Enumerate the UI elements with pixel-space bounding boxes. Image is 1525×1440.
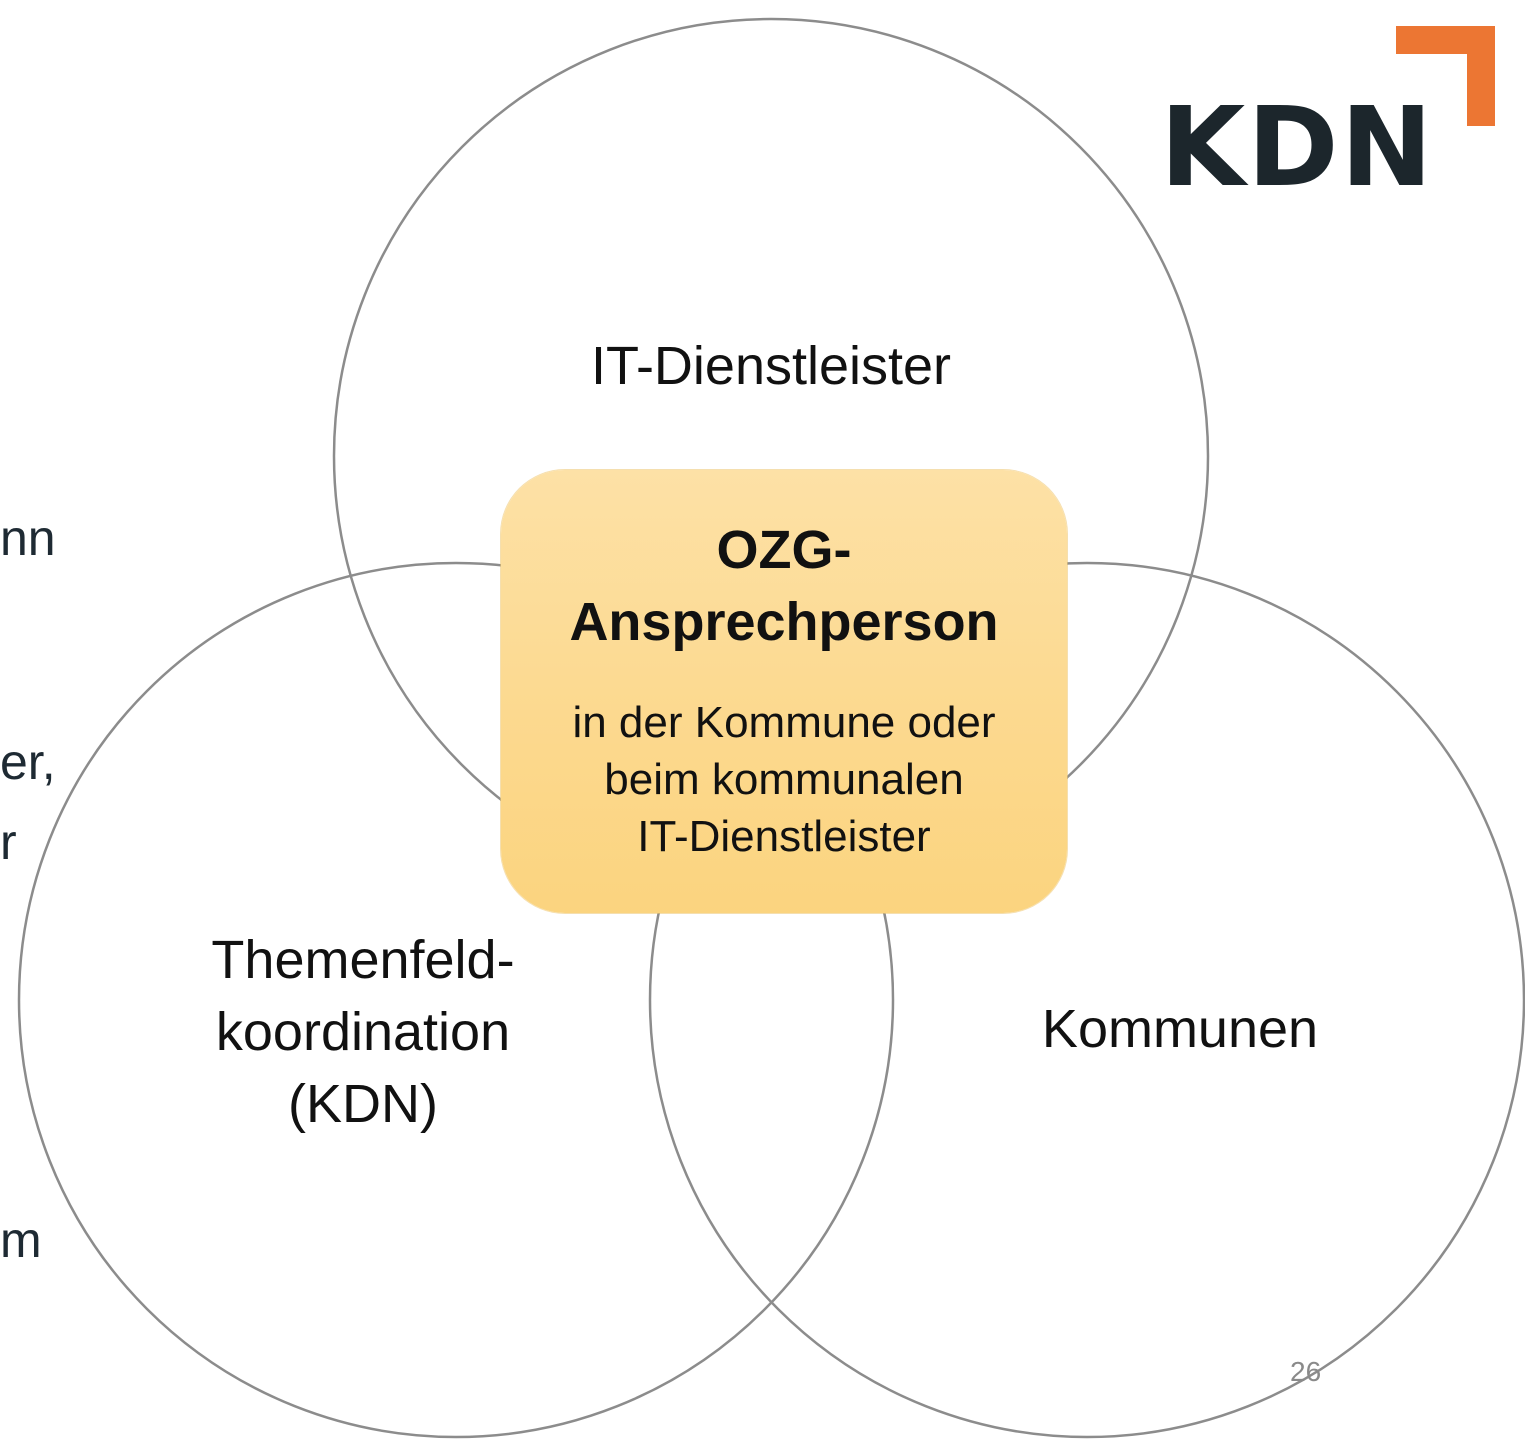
- cropped-text-fragment: r: [0, 814, 17, 870]
- venn-circle-kommunen: [648, 561, 1525, 1439]
- kdn-logo: KDN: [1160, 26, 1500, 206]
- label-line: koordination: [215, 1002, 511, 1062]
- cropped-text-fragment: m: [0, 1212, 42, 1268]
- center-title-line: OZG-: [716, 520, 852, 580]
- label-themenfeldkoordination: Themenfeld- koordination (KDN): [113, 924, 613, 1140]
- center-title-line: Ansprechperson: [569, 592, 999, 652]
- center-title: OZG- Ansprechperson: [501, 514, 1067, 658]
- center-subtitle: in der Kommune oder beim kommunalen IT-D…: [501, 694, 1067, 865]
- center-subtitle-line: beim kommunalen: [604, 755, 964, 804]
- label-line: Themenfeld-: [211, 930, 515, 990]
- label-it-dienstleister: IT-Dienstleister: [590, 336, 952, 396]
- venn-circle-themenfeldkoordination: [17, 561, 895, 1439]
- logo-corner-accent: [1467, 26, 1495, 126]
- cropped-text-fragment: nn: [0, 510, 56, 566]
- label-line: (KDN): [288, 1074, 438, 1134]
- center-box-ozg-ansprechperson: OZG- Ansprechperson in der Kommune oder …: [501, 470, 1067, 913]
- logo-text: KDN: [1160, 83, 1435, 211]
- center-subtitle-line: IT-Dienstleister: [637, 812, 931, 861]
- cropped-text-fragment: er,: [0, 734, 56, 790]
- center-subtitle-line: in der Kommune oder: [572, 698, 996, 747]
- label-kommunen: Kommunen: [1041, 999, 1319, 1059]
- page-number: 26: [1290, 1356, 1322, 1387]
